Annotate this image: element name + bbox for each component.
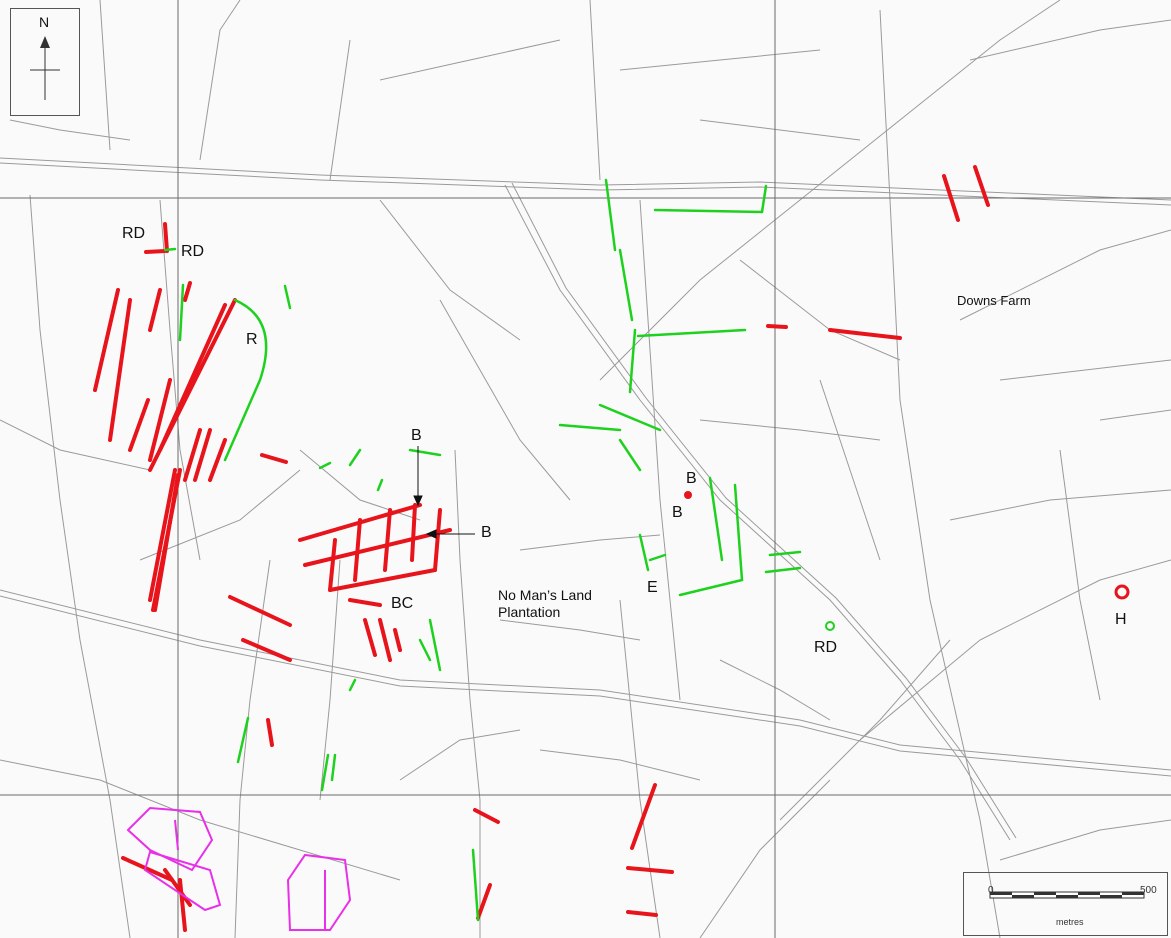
green-features <box>163 178 802 922</box>
label-rd-3: RD <box>814 639 838 656</box>
scale-bar <box>989 891 1145 899</box>
label-no-mans-land: No Man’s Land <box>498 587 592 603</box>
label-plantation: Plantation <box>498 604 561 620</box>
label-b-1: B <box>411 427 422 444</box>
north-arrow-box: N <box>10 8 80 116</box>
henge-marker <box>1114 584 1130 600</box>
north-label: N <box>39 14 50 30</box>
label-r: R <box>246 331 258 348</box>
label-downs-farm: Downs Farm <box>957 293 1031 308</box>
scale-box: 0 500 metres <box>963 872 1168 936</box>
magenta-features <box>126 806 352 931</box>
label-b-4: B <box>672 504 683 521</box>
label-bc: BC <box>391 595 414 612</box>
red-features <box>93 165 990 932</box>
label-e: E <box>647 579 658 596</box>
barrow-marker <box>684 491 692 499</box>
label-b-2: B <box>481 524 492 541</box>
scale-end: 500 <box>1140 885 1157 896</box>
scale-start: 0 <box>988 885 994 896</box>
scale-unit: metres <box>1056 917 1084 927</box>
annotation-arrows <box>413 446 475 539</box>
label-rd-2: RD <box>181 243 205 260</box>
label-b-3: B <box>686 470 697 487</box>
ring-ditch-marker <box>825 621 835 631</box>
label-h: H <box>1115 611 1127 628</box>
label-rd-1: RD <box>122 225 146 242</box>
north-arrow <box>30 36 60 100</box>
